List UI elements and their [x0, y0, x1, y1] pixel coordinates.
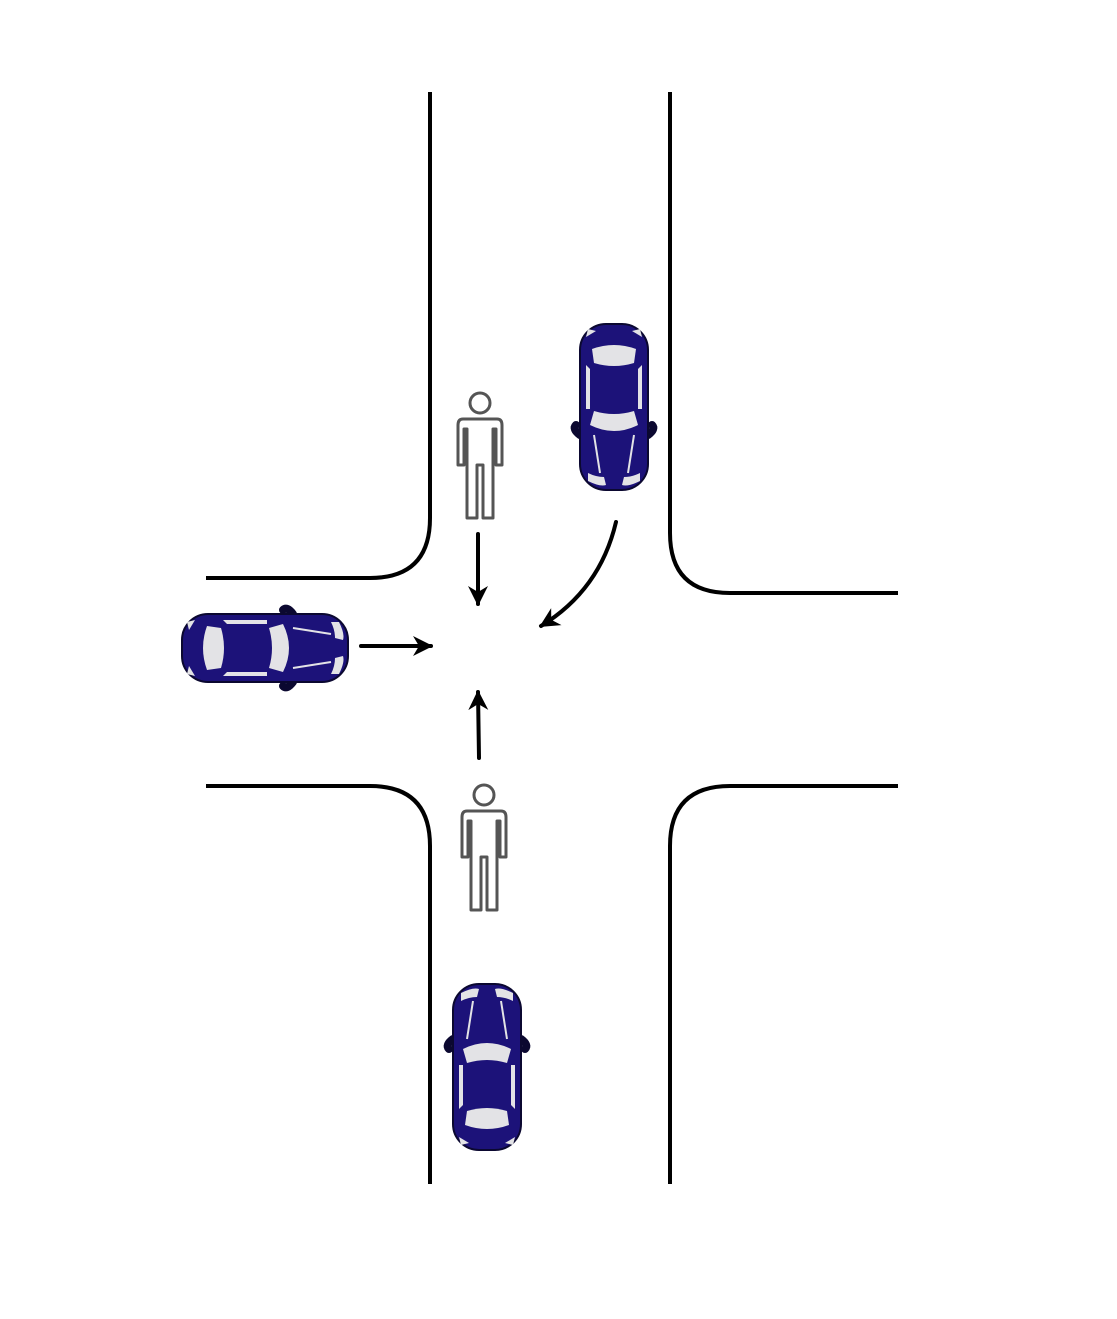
car-west [182, 609, 348, 688]
road-edge-north-east [668, 92, 898, 595]
motion-arrows [359, 520, 618, 760]
road-edge-south-east [668, 784, 898, 1184]
car-south [448, 984, 527, 1150]
arrow-pedestrian-south [468, 690, 489, 760]
pedestrian-south [460, 783, 508, 912]
road-edge-south-west [206, 784, 432, 1184]
road-edge-north-west [206, 92, 432, 580]
arrow-car-north-turn [539, 520, 618, 628]
road-edges [206, 92, 898, 1184]
car-north [575, 324, 654, 490]
pedestrian-north [456, 391, 504, 520]
